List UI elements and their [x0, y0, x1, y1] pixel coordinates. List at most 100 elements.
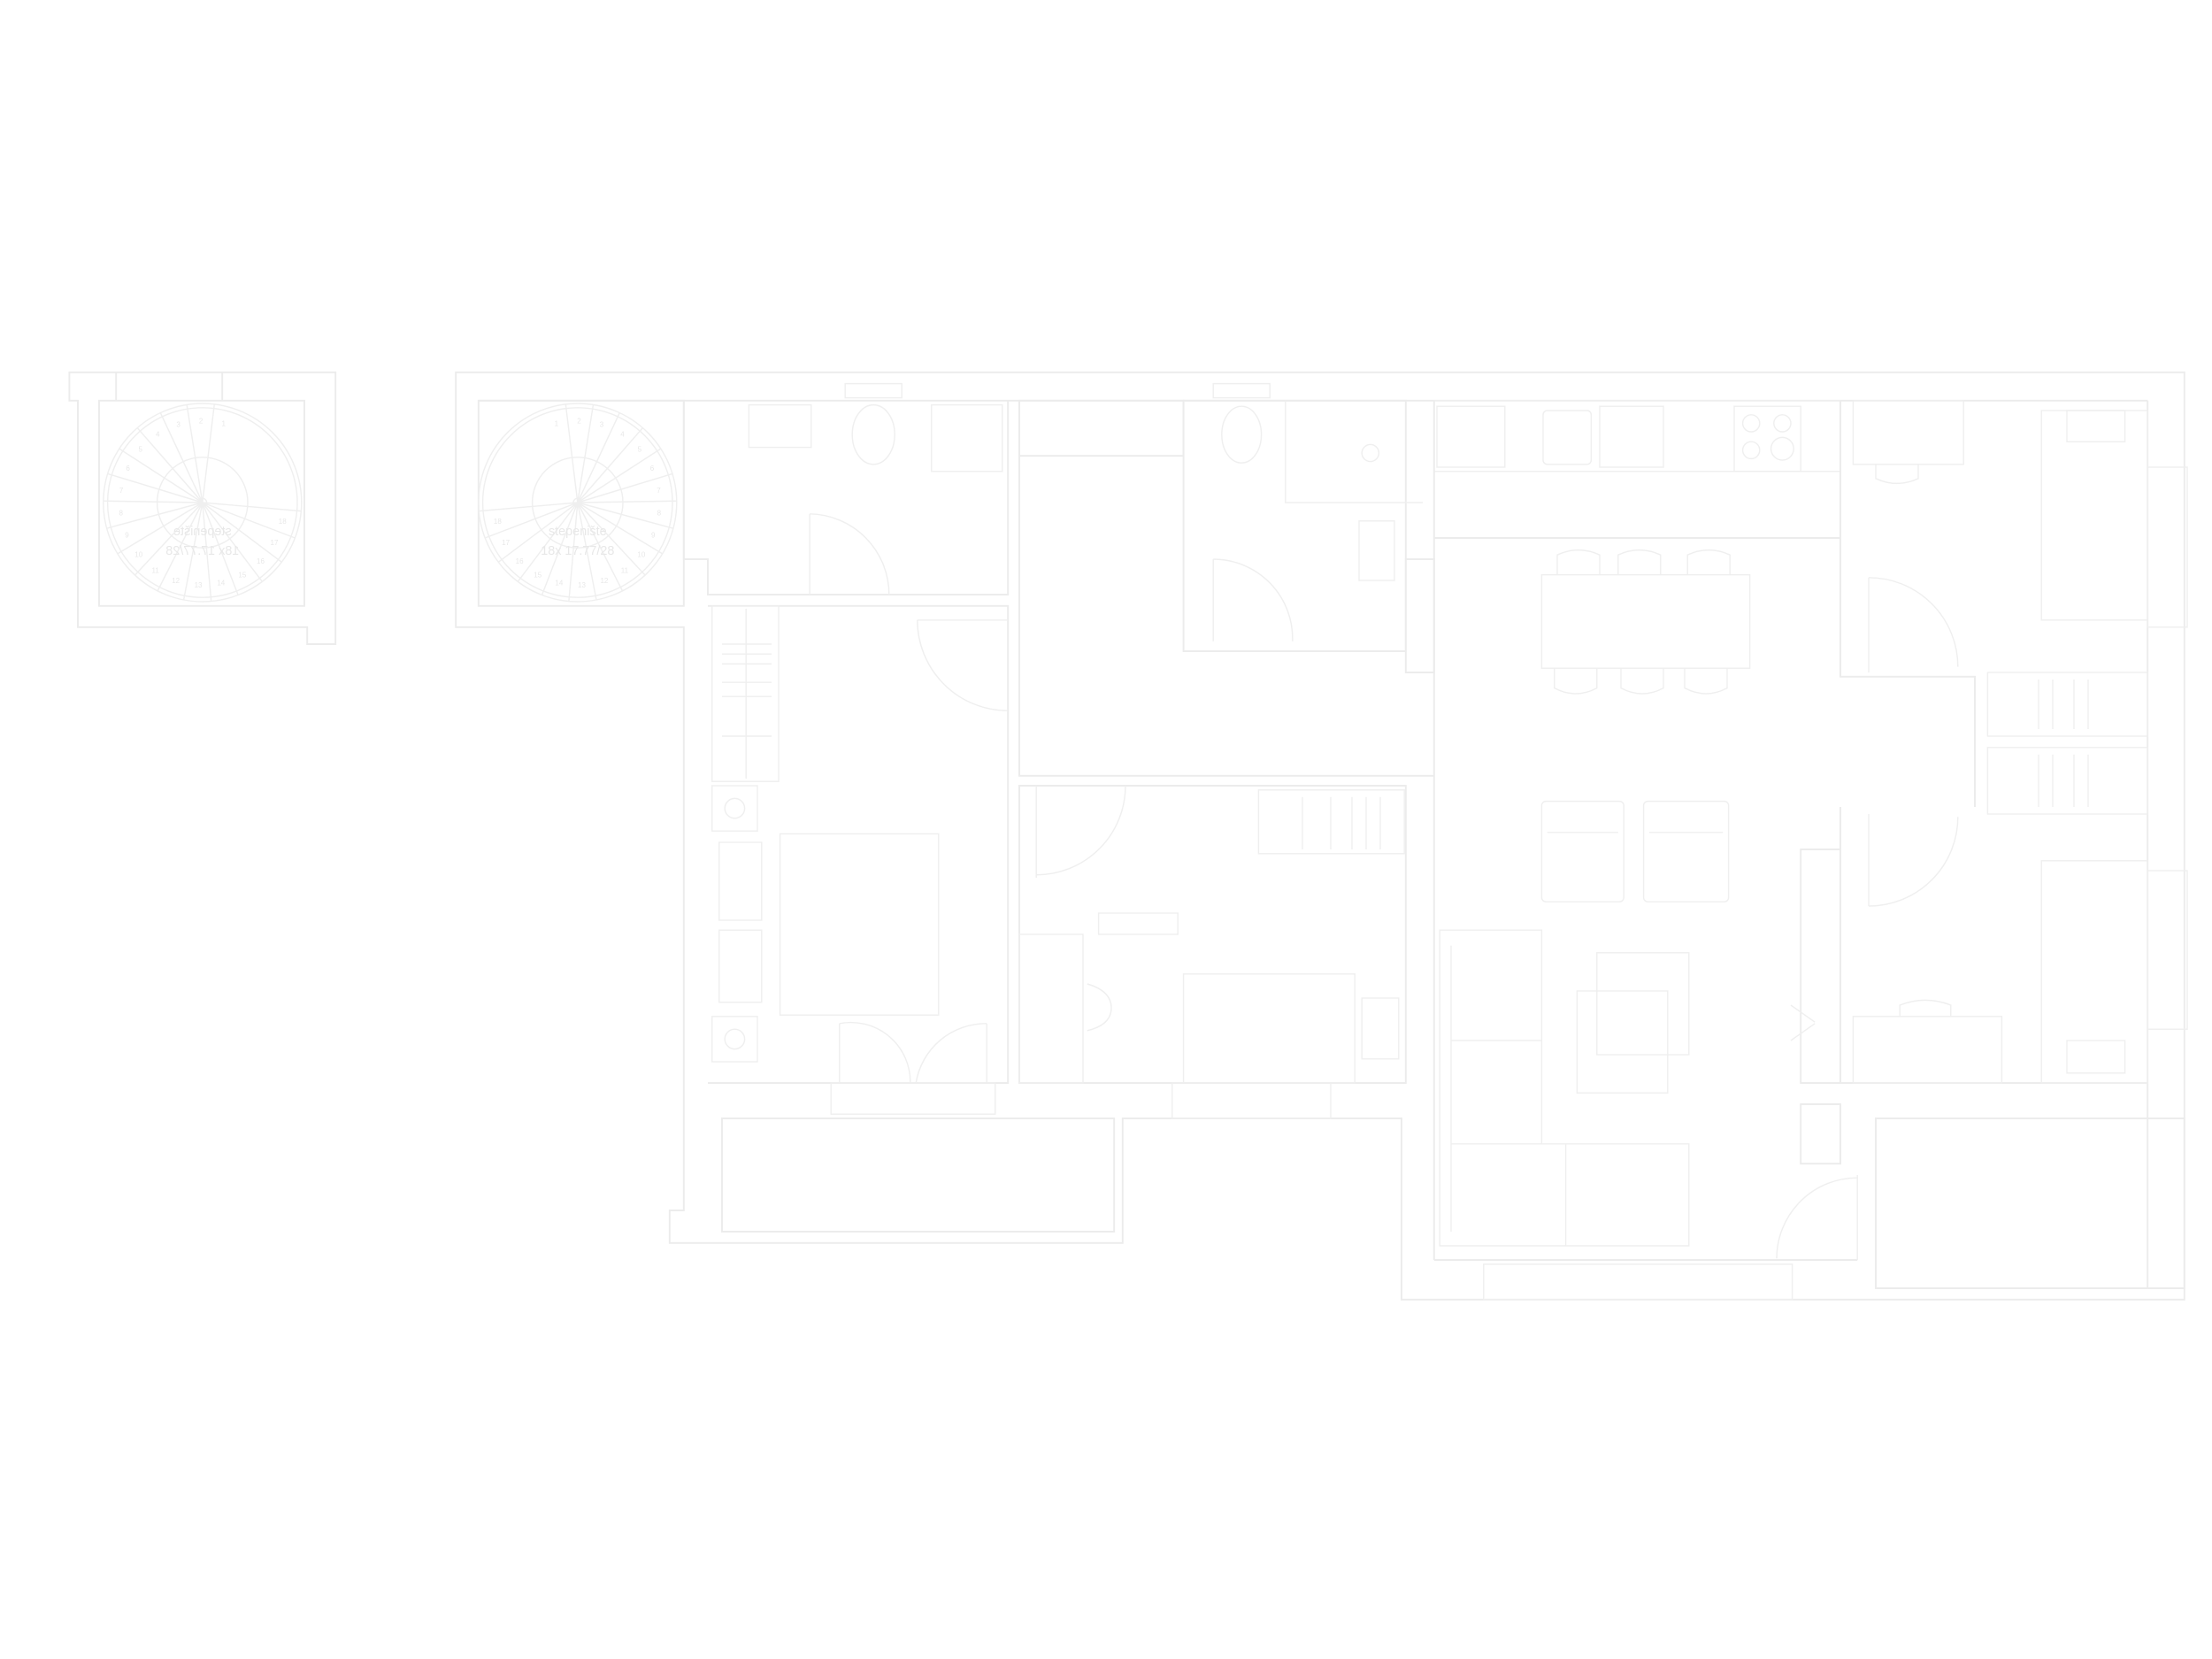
- stair-walkline: [531, 457, 624, 549]
- chairs: [1554, 549, 1731, 695]
- stair-tread: [568, 502, 579, 602]
- balcony: [721, 1118, 1116, 1233]
- stair-step-number: 2: [199, 417, 204, 425]
- window: [2147, 466, 2188, 628]
- stair-tread: [577, 502, 597, 601]
- kitchen-sink: [1542, 410, 1593, 465]
- stair-step-number: 15: [238, 571, 246, 579]
- bed: [2040, 860, 2148, 1084]
- bedroom-2: [1018, 785, 1407, 1119]
- stair-step-number: 13: [195, 581, 203, 589]
- toilet-bowl: [1221, 405, 1263, 464]
- stair-tread: [117, 502, 204, 555]
- wardrobe: [711, 605, 780, 782]
- stair-step-number: 3: [176, 420, 180, 428]
- stair-step-number: 14: [217, 580, 225, 588]
- stair-tread: [119, 448, 204, 503]
- stair-tread: [577, 472, 673, 503]
- desk: [1852, 1016, 2003, 1084]
- storage-room: [1875, 1118, 2185, 1289]
- window: [1171, 1082, 1332, 1119]
- wardrobe: [1986, 672, 2148, 737]
- staircase-label: stepenište: [549, 525, 607, 539]
- washing-machine: [931, 403, 1003, 472]
- stair-tread: [577, 502, 664, 555]
- stair-tread: [202, 502, 239, 595]
- stair-tread: [103, 500, 203, 503]
- stair-step-number: 1: [555, 420, 559, 428]
- cooktop: [1733, 405, 1801, 472]
- stair-step-number: 10: [637, 551, 645, 559]
- stair-step-number: 6: [650, 465, 655, 472]
- door-swing: [810, 513, 890, 595]
- stair-outline: [478, 403, 678, 603]
- stair-step-number: 14: [555, 580, 563, 588]
- stair-step-number: 8: [119, 510, 123, 518]
- sink: [748, 403, 812, 449]
- bed: [1182, 973, 1356, 1084]
- stair-tread: [106, 502, 203, 529]
- stair-tread: [497, 502, 579, 563]
- stair-step-number: 8: [657, 510, 662, 518]
- stair-step-number: 16: [257, 557, 265, 565]
- stair-tread: [202, 403, 216, 503]
- exterior-wall: [455, 371, 2185, 1301]
- stair-step-number: 18: [494, 518, 502, 526]
- dishwasher: [1599, 405, 1664, 468]
- bedroom-3: [1839, 400, 2188, 815]
- stair-step-number: 16: [516, 557, 524, 565]
- armchair: [1540, 800, 1624, 902]
- stair-step-number: 13: [578, 581, 586, 589]
- bathroom-1: [682, 382, 1010, 595]
- stair-tread: [577, 427, 643, 503]
- stair-tread: [107, 472, 204, 503]
- stair-tread: [202, 502, 296, 539]
- stair-tread: [182, 502, 204, 601]
- stair-tread: [577, 502, 646, 576]
- stair-tread: [577, 412, 620, 503]
- stair-step-number: 7: [657, 487, 661, 495]
- desk: [1852, 400, 1964, 465]
- staircase-label-mirrored: stepenište: [173, 525, 232, 539]
- stair-tread: [134, 502, 204, 576]
- stair-tread: [577, 404, 595, 503]
- stair-tread: [202, 502, 212, 602]
- window: [830, 1082, 996, 1115]
- stair-step-number: 6: [126, 465, 130, 472]
- toilet-tank: [844, 382, 902, 399]
- stair-handrail: [106, 407, 298, 598]
- sofa: [1439, 929, 1690, 1247]
- toilet-bowl: [851, 403, 895, 465]
- staircase-spec: 18x 17.77/28: [541, 544, 614, 558]
- stair-outline: [103, 403, 303, 603]
- stair-step-number: 12: [600, 577, 608, 585]
- coffee-table: [1596, 952, 1690, 1056]
- window: [2147, 870, 2188, 1030]
- stair-tread: [202, 502, 282, 563]
- stair-handrail: [481, 407, 673, 598]
- stair-step-number: 17: [271, 539, 279, 547]
- shelf: [1257, 789, 1405, 855]
- wardrobe: [1986, 747, 2148, 815]
- stair-step-number: 9: [651, 532, 656, 540]
- stair-step-number: 4: [620, 430, 625, 438]
- stair-step-number: 11: [621, 566, 629, 574]
- fridge: [1436, 405, 1506, 468]
- stair-tread: [159, 412, 204, 503]
- kitchen-living: [1432, 400, 1858, 1301]
- stair-step-number: 4: [156, 430, 160, 438]
- stair-tread: [202, 502, 302, 512]
- stair-tread: [577, 502, 624, 592]
- stair-step-number: 7: [119, 487, 124, 495]
- stair-step-number: 5: [138, 445, 142, 453]
- stair-tread: [202, 502, 263, 582]
- stair-step-number: 11: [151, 566, 159, 574]
- stair-tread: [565, 403, 579, 503]
- bedroom-4: [1839, 807, 2188, 1084]
- stair-step-number: 3: [600, 420, 604, 428]
- staircase-spec-mirrored: 18x 17.77/28: [165, 544, 239, 558]
- stair-tread: [136, 427, 204, 503]
- stair-step-number: 9: [125, 532, 129, 540]
